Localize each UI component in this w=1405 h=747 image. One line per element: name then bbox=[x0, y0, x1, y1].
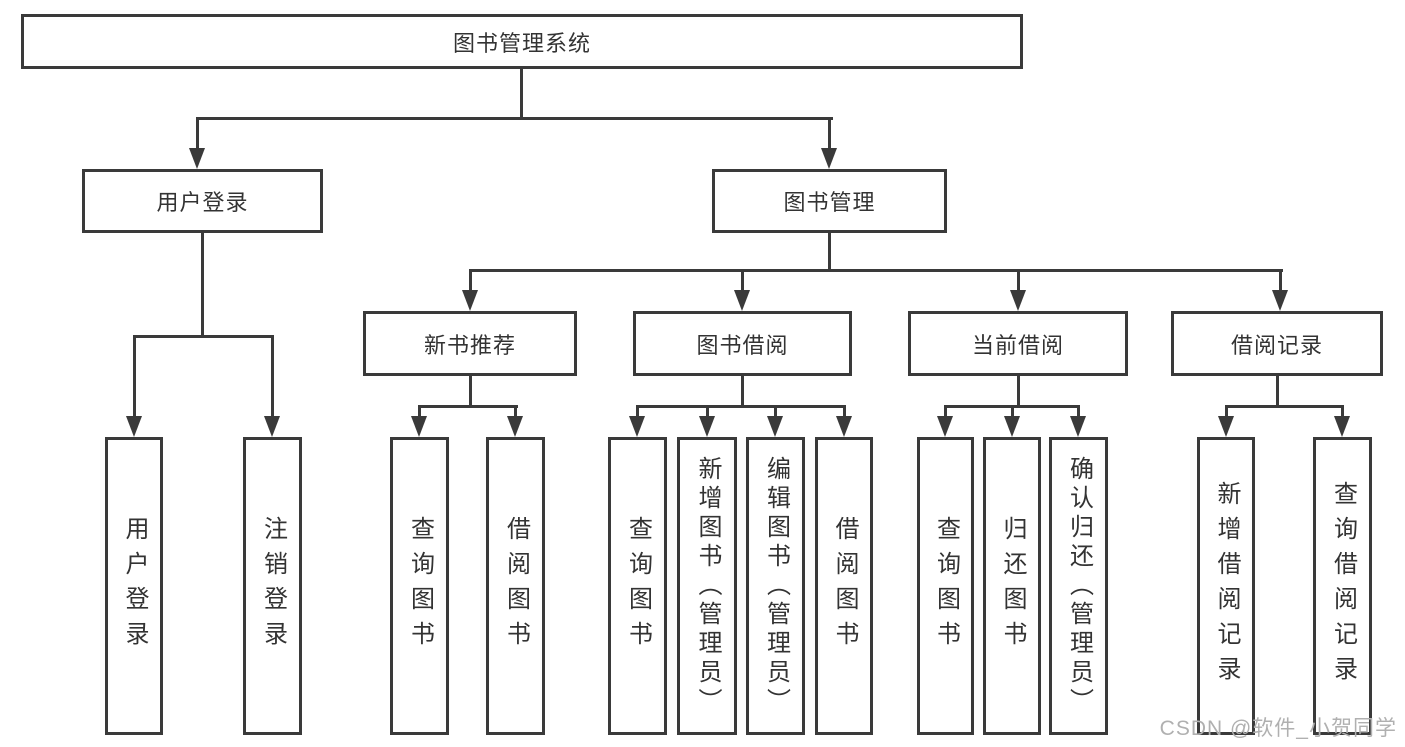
node-current-borrowing: 当前借阅 bbox=[908, 311, 1128, 376]
leaf-query-books-current: 查询图书 bbox=[917, 437, 974, 735]
leaf-logout: 注销登录 bbox=[243, 437, 302, 735]
connector-hline bbox=[1225, 405, 1344, 408]
leaf-query-borrow-record: 查询借阅记录 bbox=[1313, 437, 1372, 735]
leaf-confirm-return-admin: 确认归还（管理员） bbox=[1049, 437, 1108, 735]
leaf-return-books: 归还图书 bbox=[983, 437, 1041, 735]
leaf-label: 归还图书 bbox=[999, 516, 1026, 656]
connector-vline bbox=[828, 117, 831, 150]
arrow-down-icon bbox=[821, 148, 837, 169]
leaf-label: 编辑图书（管理员） bbox=[762, 455, 790, 717]
arrow-down-icon bbox=[1010, 290, 1026, 311]
leaf-query-books-borrowing: 查询图书 bbox=[608, 437, 667, 735]
leaf-label: 查询图书 bbox=[624, 516, 652, 656]
connector-vline bbox=[196, 117, 199, 150]
connector-hline bbox=[418, 405, 518, 408]
arrow-down-icon bbox=[462, 290, 478, 311]
arrow-down-icon bbox=[937, 416, 953, 437]
arrow-down-icon bbox=[411, 416, 427, 437]
leaf-borrow-books-borrowing: 借阅图书 bbox=[815, 437, 873, 735]
arrow-down-icon bbox=[767, 416, 783, 437]
arrow-down-icon bbox=[1334, 416, 1350, 437]
connector-vline bbox=[520, 68, 523, 120]
node-user-login: 用户登录 bbox=[82, 169, 323, 233]
node-borrowing-records: 借阅记录 bbox=[1171, 311, 1383, 376]
arrow-down-icon bbox=[507, 416, 523, 437]
leaf-label: 查询图书 bbox=[932, 516, 960, 656]
arrow-down-icon bbox=[836, 416, 852, 437]
connector-vline bbox=[1011, 405, 1014, 418]
connector-vline bbox=[843, 405, 846, 418]
node-label: 图书管理 bbox=[783, 190, 876, 215]
csdn-watermark: CSDN @软件_小贺同学 bbox=[1159, 717, 1397, 740]
connector-vline bbox=[271, 335, 274, 419]
connector-hline bbox=[196, 117, 833, 120]
leaf-label: 用户登录 bbox=[121, 516, 148, 656]
connector-vline bbox=[1276, 374, 1279, 407]
connector-vline bbox=[828, 232, 831, 271]
connector-vline bbox=[1225, 405, 1228, 418]
connector-vline bbox=[469, 374, 472, 407]
leaf-add-books-admin: 新增图书（管理员） bbox=[677, 437, 737, 735]
leaf-label: 新增借阅记录 bbox=[1213, 481, 1240, 691]
node-book-management: 图书管理 bbox=[712, 169, 947, 233]
leaf-label: 查询借阅记录 bbox=[1329, 481, 1357, 691]
connector-vline bbox=[741, 374, 744, 407]
connector-vline bbox=[1017, 374, 1020, 407]
arrow-down-icon bbox=[1218, 416, 1234, 437]
leaf-borrow-books-recommend: 借阅图书 bbox=[486, 437, 545, 735]
connector-vline bbox=[514, 405, 517, 418]
connector-hline bbox=[469, 269, 1283, 272]
connector-vline bbox=[741, 269, 744, 294]
connector-vline bbox=[944, 405, 947, 418]
leaf-add-borrow-record: 新增借阅记录 bbox=[1197, 437, 1255, 735]
node-root-library-system: 图书管理系统 bbox=[21, 14, 1023, 69]
connector-vline bbox=[1341, 405, 1344, 418]
node-label: 当前借阅 bbox=[971, 332, 1064, 358]
node-label: 用户登录 bbox=[156, 190, 249, 215]
connector-vline bbox=[201, 232, 204, 337]
leaf-user-login: 用户登录 bbox=[105, 437, 163, 735]
arrow-down-icon bbox=[1004, 416, 1020, 437]
arrow-down-icon bbox=[126, 416, 142, 437]
arrow-down-icon bbox=[264, 416, 280, 437]
connector-vline bbox=[418, 405, 421, 418]
connector-vline bbox=[469, 269, 472, 294]
leaf-label: 借阅图书 bbox=[831, 516, 858, 656]
leaf-edit-books-admin: 编辑图书（管理员） bbox=[746, 437, 805, 735]
connector-vline bbox=[636, 405, 639, 418]
connector-vline bbox=[1017, 269, 1020, 294]
connector-hline bbox=[636, 405, 846, 408]
connector-hline bbox=[133, 335, 274, 338]
connector-vline bbox=[774, 405, 777, 418]
arrow-down-icon bbox=[189, 148, 205, 169]
arrow-down-icon bbox=[629, 416, 645, 437]
arrow-down-icon bbox=[699, 416, 715, 437]
leaf-query-books-recommend: 查询图书 bbox=[390, 437, 449, 735]
leaf-label: 借阅图书 bbox=[502, 516, 530, 656]
leaf-label: 查询图书 bbox=[406, 516, 434, 656]
node-book-borrowing: 图书借阅 bbox=[633, 311, 852, 376]
connector-vline bbox=[706, 405, 709, 418]
arrow-down-icon bbox=[1070, 416, 1086, 437]
connector-vline bbox=[1279, 269, 1282, 294]
node-new-book-recommendation: 新书推荐 bbox=[363, 311, 577, 376]
connector-vline bbox=[1077, 405, 1080, 418]
node-label: 借阅记录 bbox=[1230, 332, 1323, 358]
arrow-down-icon bbox=[734, 290, 750, 311]
connector-vline bbox=[133, 335, 136, 419]
leaf-label: 注销登录 bbox=[259, 516, 287, 656]
node-label: 新书推荐 bbox=[423, 332, 516, 358]
leaf-label: 新增图书（管理员） bbox=[694, 455, 721, 717]
arrow-down-icon bbox=[1272, 290, 1288, 311]
node-label: 图书借阅 bbox=[696, 332, 789, 358]
node-label: 图书管理系统 bbox=[452, 30, 591, 56]
leaf-label: 确认归还（管理员） bbox=[1065, 455, 1093, 717]
